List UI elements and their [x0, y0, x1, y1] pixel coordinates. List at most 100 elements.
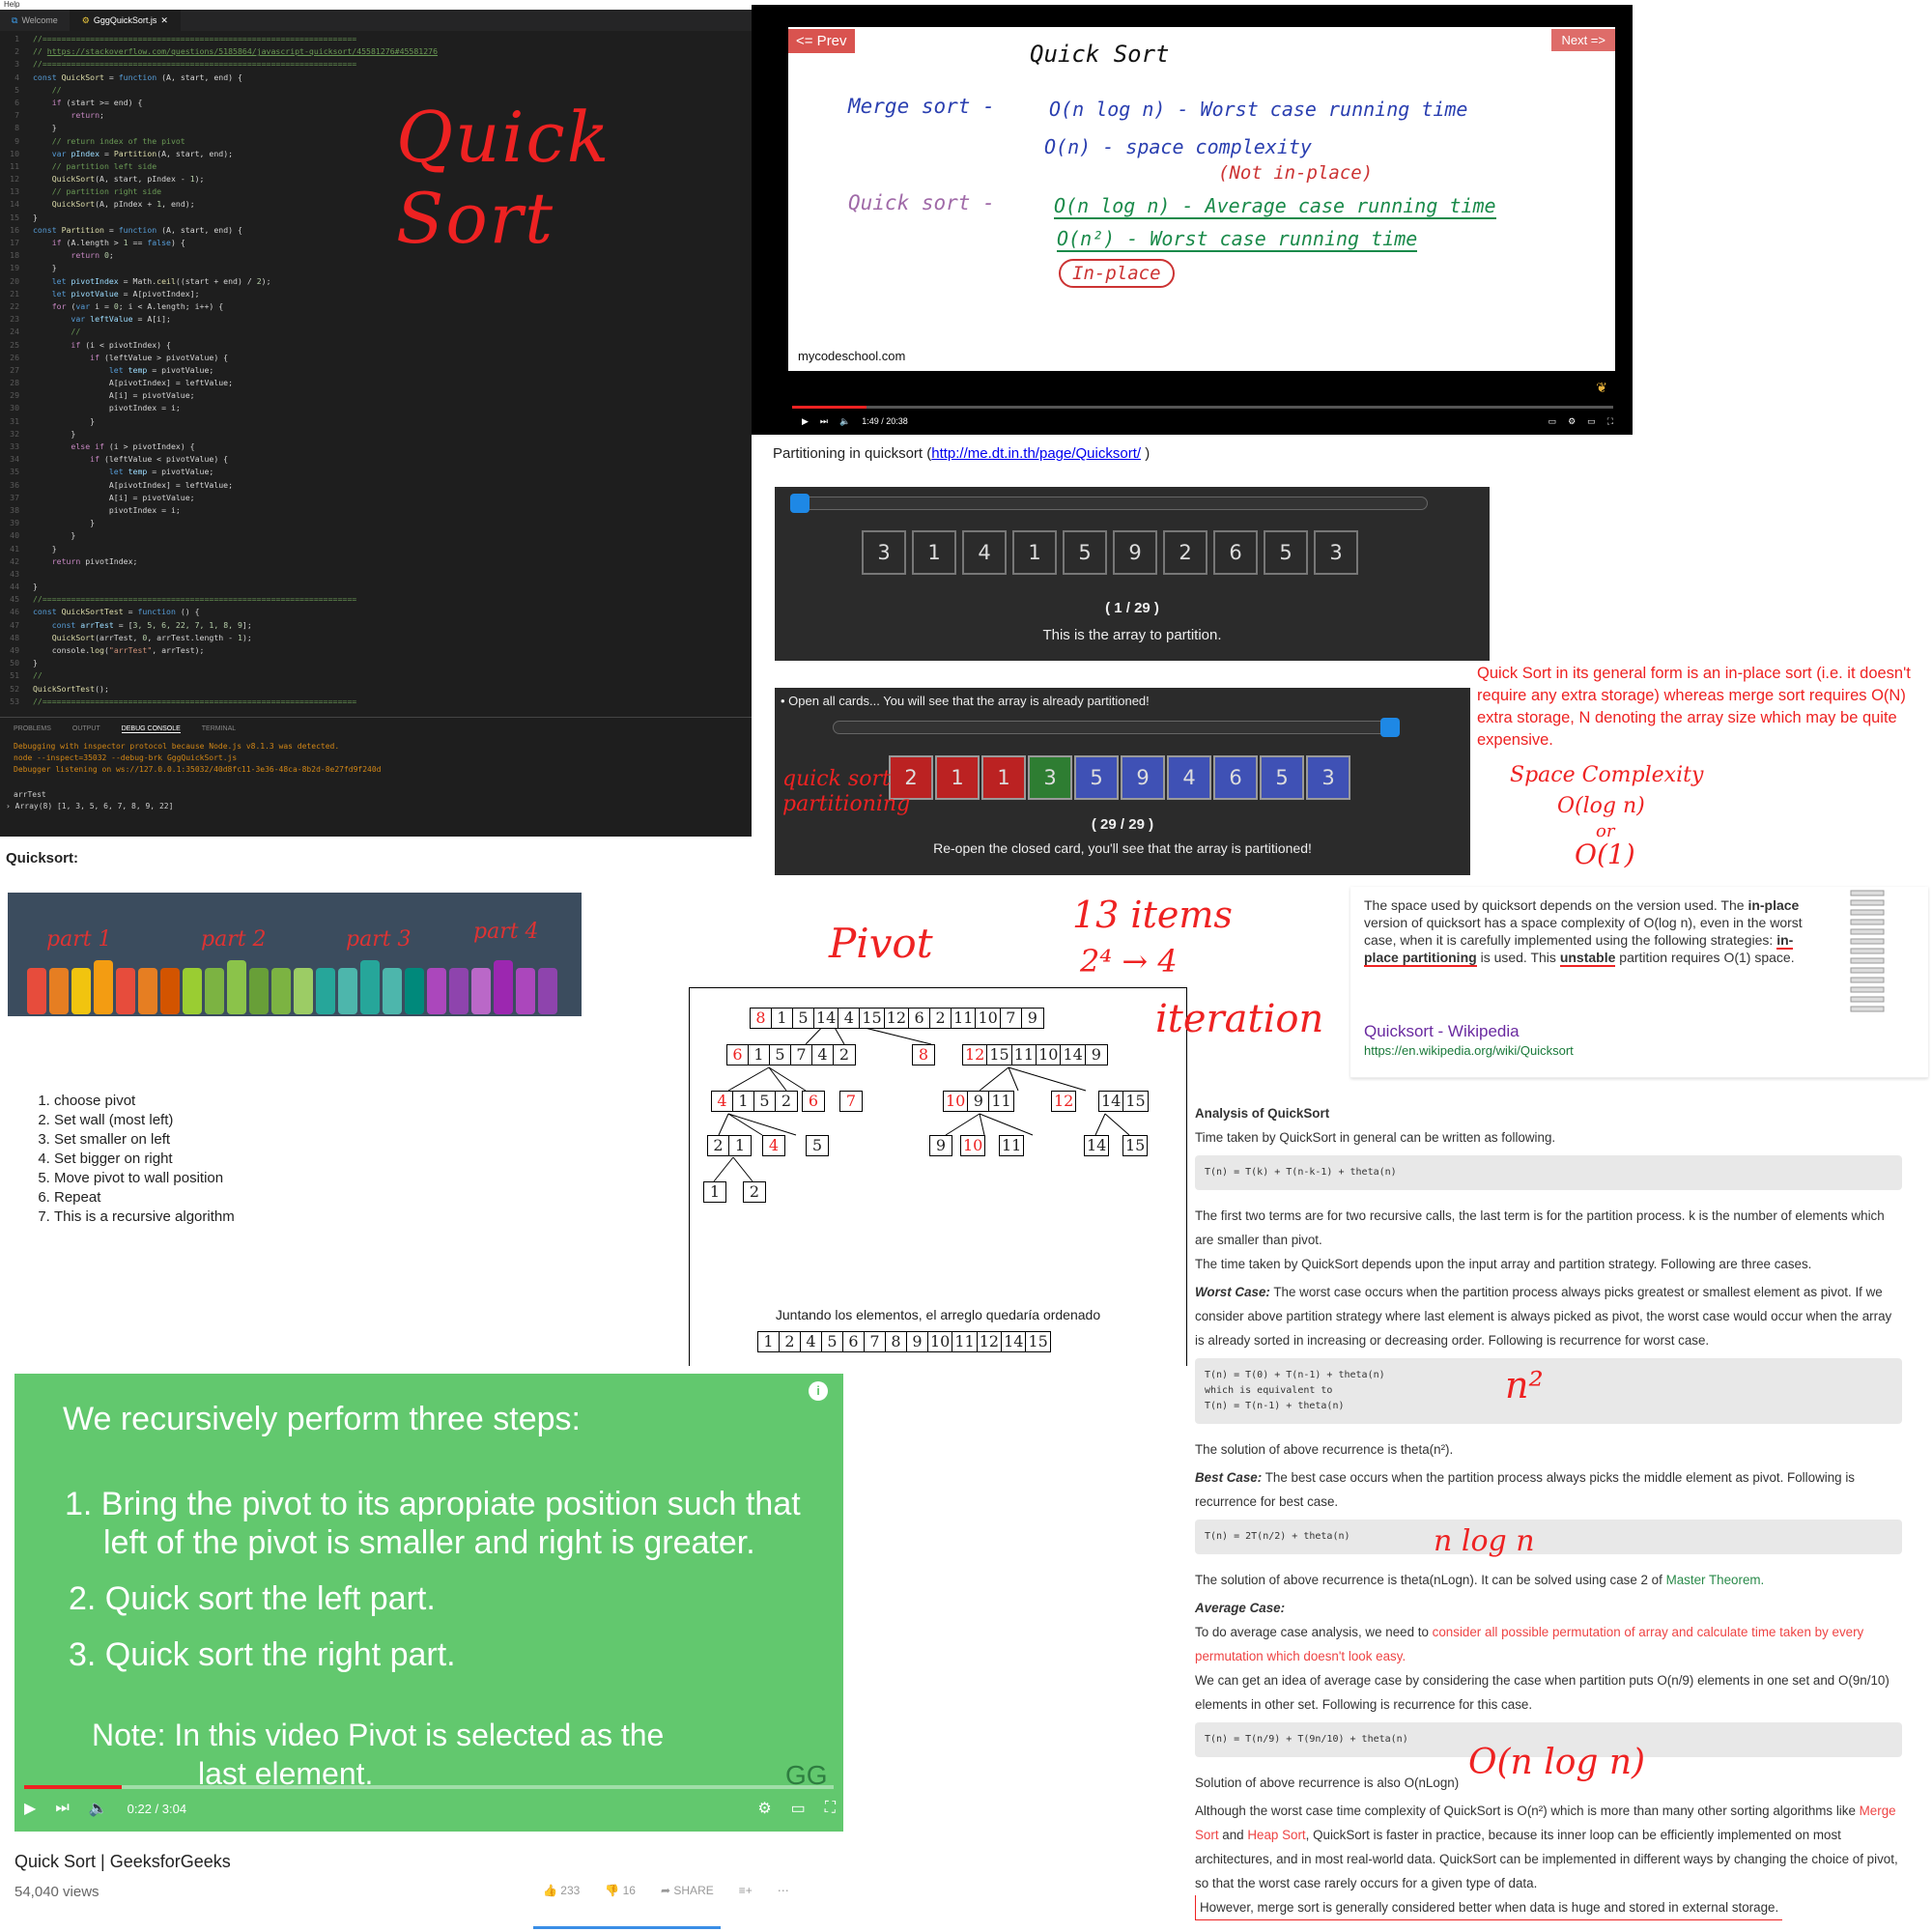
analysis-article: Analysis of QuickSort Time taken by Quic… [1195, 1101, 1902, 1920]
external-link-icon[interactable]: ↗ [858, 33, 871, 46]
add-to-playlist-icon[interactable]: ≡+ [738, 1884, 753, 1897]
master-theorem-link[interactable]: Master Theorem. [1665, 1573, 1765, 1587]
line-number: 3 [14, 59, 19, 70]
info-icon[interactable]: i [809, 1381, 828, 1401]
fullscreen-icon[interactable]: ⛶ [1606, 415, 1613, 426]
array-card[interactable]: 3 [1306, 755, 1350, 800]
next-icon[interactable]: ⏭ [819, 415, 829, 426]
step-counter: ( 1 / 29 ) [1105, 600, 1159, 616]
code-token: A[pivotIndex] = leftValue; [33, 378, 234, 388]
paragraph: Time taken by QuickSort in general can b… [1195, 1130, 1556, 1145]
array-card[interactable]: 9 [1121, 755, 1165, 800]
line-number: 42 [10, 555, 19, 566]
code-token: pivotIndex = i; [33, 403, 181, 413]
console-output[interactable]: › Array(8) [1, 3, 5, 6, 7, 8, 9, 22] [6, 802, 174, 810]
paragraph: However, merge sort is generally conside… [1195, 1895, 1783, 1920]
volume-icon[interactable]: 🔈 [839, 415, 851, 426]
partition-link[interactable]: http://me.dt.in.th/page/Quicksort/ [931, 445, 1142, 462]
code-line: 1//=====================================… [0, 33, 752, 45]
array-card[interactable]: 2 [1163, 530, 1208, 575]
menu-help[interactable]: Help [4, 0, 20, 9]
like-button[interactable]: 👍 233 [543, 1884, 580, 1897]
array-card[interactable]: 2 [889, 755, 933, 800]
play-icon[interactable]: ▶ [24, 1801, 37, 1817]
theater-icon[interactable]: ▭ [790, 1801, 806, 1817]
array-card[interactable]: 1 [1012, 530, 1057, 575]
settings-icon[interactable]: ⚙ [1568, 415, 1577, 426]
list-item: Set wall (most left) [54, 1111, 235, 1130]
tab-output[interactable]: OUTPUT [71, 725, 100, 732]
array-card[interactable]: 4 [962, 530, 1007, 575]
volume-icon[interactable]: 🔈 [88, 1801, 108, 1817]
more-icon[interactable]: ⋯ [777, 1884, 789, 1897]
hint-label: Open all cards... You will see that the … [788, 694, 1150, 708]
share-button[interactable]: ➦ SHARE [661, 1884, 714, 1897]
menu-bar[interactable]: Help [0, 0, 752, 10]
wiki-thumbnail[interactable] [1849, 889, 1888, 1024]
code-token: //======================================… [33, 696, 357, 706]
array-card[interactable]: 3 [1314, 530, 1358, 575]
theater-icon[interactable]: ▭ [1587, 415, 1596, 426]
video-progress[interactable] [792, 406, 1613, 409]
array-card[interactable]: 1 [981, 755, 1026, 800]
code-token: QuickSort [61, 71, 104, 82]
tab-terminal[interactable]: TERMINAL [201, 725, 237, 732]
tree-cell: 12 [978, 1332, 1003, 1351]
paragraph: We can get an idea of average case by co… [1195, 1673, 1889, 1712]
video-title[interactable]: Quick Sort | GeeksforGeeks [14, 1852, 231, 1871]
array-card[interactable]: 1 [912, 530, 956, 575]
slider-knob[interactable] [790, 494, 810, 513]
dislike-button[interactable]: 👎 16 [605, 1884, 636, 1897]
captions-icon[interactable]: ▭ [1548, 415, 1557, 426]
fullscreen-icon[interactable]: ⛶ [824, 1800, 836, 1816]
wiki-url[interactable]: https://en.wikipedia.org/wiki/Quicksort [1364, 1043, 1574, 1058]
array-card[interactable]: 5 [1074, 755, 1119, 800]
step-slider[interactable] [833, 721, 1393, 734]
array-card[interactable]: 3 [862, 530, 906, 575]
line-number: 19 [10, 263, 19, 273]
tab-welcome[interactable]: ⧉Welcome [0, 10, 71, 31]
code-token: QuickSort [33, 174, 96, 185]
code-token: for [33, 300, 71, 311]
code-editor[interactable]: 1//=====================================… [0, 33, 752, 709]
settings-icon[interactable]: ⚙ [757, 1801, 772, 1817]
line-number: 22 [10, 300, 19, 311]
array-card[interactable]: 1 [935, 755, 980, 800]
video-step: 3. Quick sort the right part. [69, 1636, 456, 1673]
code-line: 36 A[pivotIndex] = leftValue; [0, 479, 752, 492]
merge-line-2: O(n) - space complexity [1044, 135, 1312, 158]
code-line: 26 if (leftValue > pivotValue) { [0, 352, 752, 364]
array-card[interactable]: 6 [1213, 755, 1258, 800]
tab-debug-console[interactable]: DEBUG CONSOLE [121, 725, 181, 733]
array-card[interactable]: 5 [1264, 530, 1308, 575]
array-card[interactable]: 6 [1213, 530, 1258, 575]
next-button[interactable]: Next => [1551, 29, 1615, 51]
close-icon[interactable]: ✕ [160, 15, 168, 25]
quick-sort-label: Quick sort - [848, 191, 995, 214]
tab-quicksort[interactable]: ⚙GggQuickSort.js✕ [70, 10, 181, 31]
array-card[interactable]: 4 [1167, 755, 1211, 800]
array-card[interactable]: 9 [1113, 530, 1157, 575]
slider-knob[interactable] [1380, 718, 1400, 737]
code-line: 3//=====================================… [0, 58, 752, 71]
code-token: "arrTest" [108, 645, 153, 655]
array-card[interactable]: 3 [1028, 755, 1072, 800]
video-progress[interactable] [24, 1785, 834, 1789]
slide-title: Quick Sort [1030, 41, 1170, 68]
step-slider[interactable] [798, 497, 1428, 510]
wiki-link[interactable]: Quicksort - Wikipedia [1364, 1022, 1520, 1040]
case-heading: Average Case: [1195, 1601, 1286, 1615]
merge-sort-link[interactable]: Merge Sort [1195, 1804, 1896, 1842]
prev-button[interactable]: <= Prev [788, 29, 855, 53]
play-icon[interactable]: ▶ [802, 415, 809, 426]
next-icon[interactable]: ⏭ [55, 1800, 70, 1816]
code-line: 29 A[i] = pivotValue; [0, 389, 752, 402]
gfg-video[interactable]: We recursively perform three steps: 1. B… [14, 1374, 843, 1832]
heap-sort-link[interactable]: Heap Sort [1247, 1828, 1306, 1842]
tree-node: 14 [1084, 1135, 1110, 1156]
code-line: 37 A[i] = pivotValue; [0, 492, 752, 504]
array-card[interactable]: 5 [1260, 755, 1304, 800]
array-card[interactable]: 5 [1063, 530, 1107, 575]
tab-problems[interactable]: PROBLEMS [14, 725, 51, 732]
